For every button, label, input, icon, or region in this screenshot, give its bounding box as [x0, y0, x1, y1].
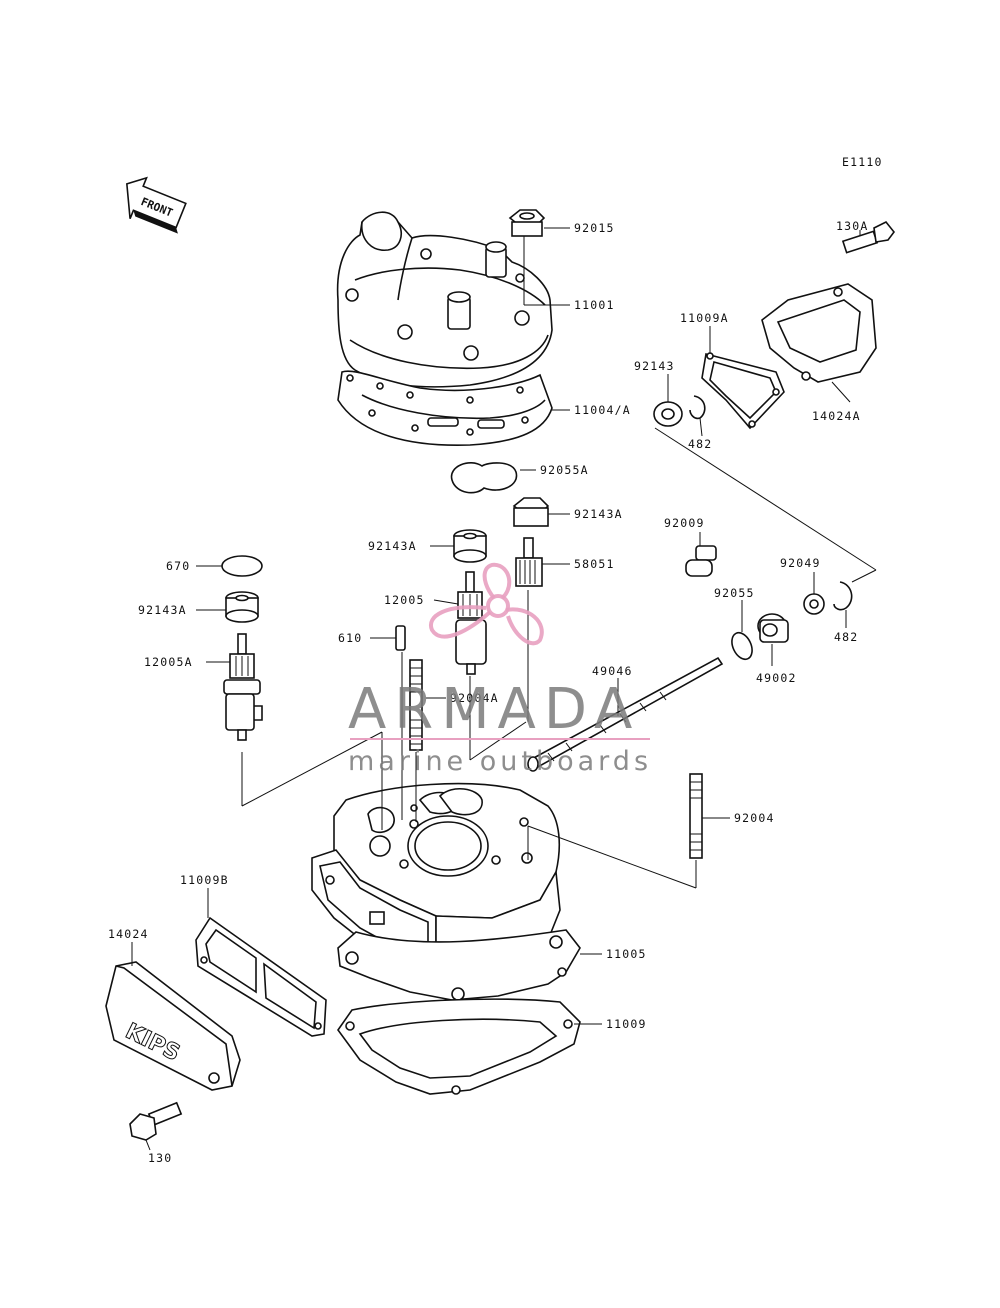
cover-14024: KIPS — [105, 961, 241, 1091]
cap-49002 — [757, 613, 789, 643]
nut-92143A-right — [512, 497, 550, 527]
bolt-92009 — [685, 545, 717, 577]
callout-11009: 11009 — [606, 1017, 647, 1031]
callout-670: 670 — [166, 559, 190, 573]
callout-92143A-left: 92143A — [138, 603, 187, 617]
callout-12005: 12005 — [384, 593, 425, 607]
cylinder-block — [311, 782, 581, 1001]
callout-92004: 92004 — [734, 811, 775, 825]
oring-670 — [221, 555, 263, 577]
gear-58051 — [515, 537, 543, 587]
callout-labels: 92015 11001 130A 11009A 92143 14024A 482… — [108, 219, 869, 1165]
callout-11001: 11001 — [574, 298, 615, 312]
stud-92004A — [409, 659, 423, 751]
callout-92143A-right: 92143A — [574, 507, 623, 521]
gasket-11009B — [195, 916, 327, 1037]
front-arrow-icon: FRONT — [125, 176, 187, 234]
head-gasket — [337, 370, 553, 447]
rod-49046 — [527, 656, 724, 772]
callout-92049: 92049 — [780, 556, 821, 570]
watermark-rule — [350, 738, 650, 740]
callout-130A: 130A — [836, 219, 869, 233]
nut-92143A-center — [453, 529, 487, 563]
oring-92055A — [450, 462, 518, 494]
callout-92143A-center: 92143A — [368, 539, 417, 553]
callout-482-lower: 482 — [834, 630, 858, 644]
clip-482-upper — [689, 395, 706, 420]
callout-92143: 92143 — [634, 359, 675, 373]
oring-92055 — [731, 631, 753, 661]
callout-92009: 92009 — [664, 516, 705, 530]
callout-92004A: 92004A — [450, 691, 499, 705]
base-gasket — [337, 998, 581, 1095]
callout-11009A: 11009A — [680, 311, 729, 325]
bolt-130 — [129, 1101, 183, 1141]
diagram-code: E1110 — [842, 155, 883, 169]
bearing-92049 — [803, 593, 825, 615]
cylinder-head — [336, 211, 553, 388]
callout-92015: 92015 — [574, 221, 615, 235]
callout-130: 130 — [148, 1151, 172, 1165]
callout-58051: 58051 — [574, 557, 615, 571]
callout-92055A: 92055A — [540, 463, 589, 477]
callout-49046: 49046 — [592, 664, 633, 678]
leader-lines — [131, 227, 877, 1151]
shaft-12005 — [455, 571, 487, 675]
stud-92004 — [689, 773, 703, 859]
callout-14024: 14024 — [108, 927, 149, 941]
nut-92143 — [653, 401, 683, 427]
callout-610: 610 — [338, 631, 362, 645]
callout-482-upper: 482 — [688, 437, 712, 451]
watermark-title: ARMADA — [348, 677, 640, 742]
cover-14024A — [761, 283, 877, 383]
propeller-logo-icon — [428, 562, 544, 646]
bolt-130A — [841, 220, 896, 254]
callout-92055: 92055 — [714, 586, 755, 600]
callout-49002: 49002 — [756, 671, 797, 685]
callout-11004A: 11004/A — [574, 403, 631, 417]
watermark-subtitle: marine outboards — [348, 746, 652, 777]
callout-11009B: 11009B — [180, 873, 229, 887]
shaft-12005A — [223, 633, 263, 741]
clip-482-lower — [833, 581, 853, 611]
callout-11005: 11005 — [606, 947, 647, 961]
nut-92015 — [508, 209, 546, 237]
watermark: ARMADA marine outboards — [348, 562, 652, 777]
gasket-11009A — [701, 352, 785, 430]
dowel-pin-610 — [395, 625, 406, 651]
nut-92143A-left — [225, 591, 259, 623]
callout-12005A: 12005A — [144, 655, 193, 669]
callout-14024A: 14024A — [812, 409, 861, 423]
